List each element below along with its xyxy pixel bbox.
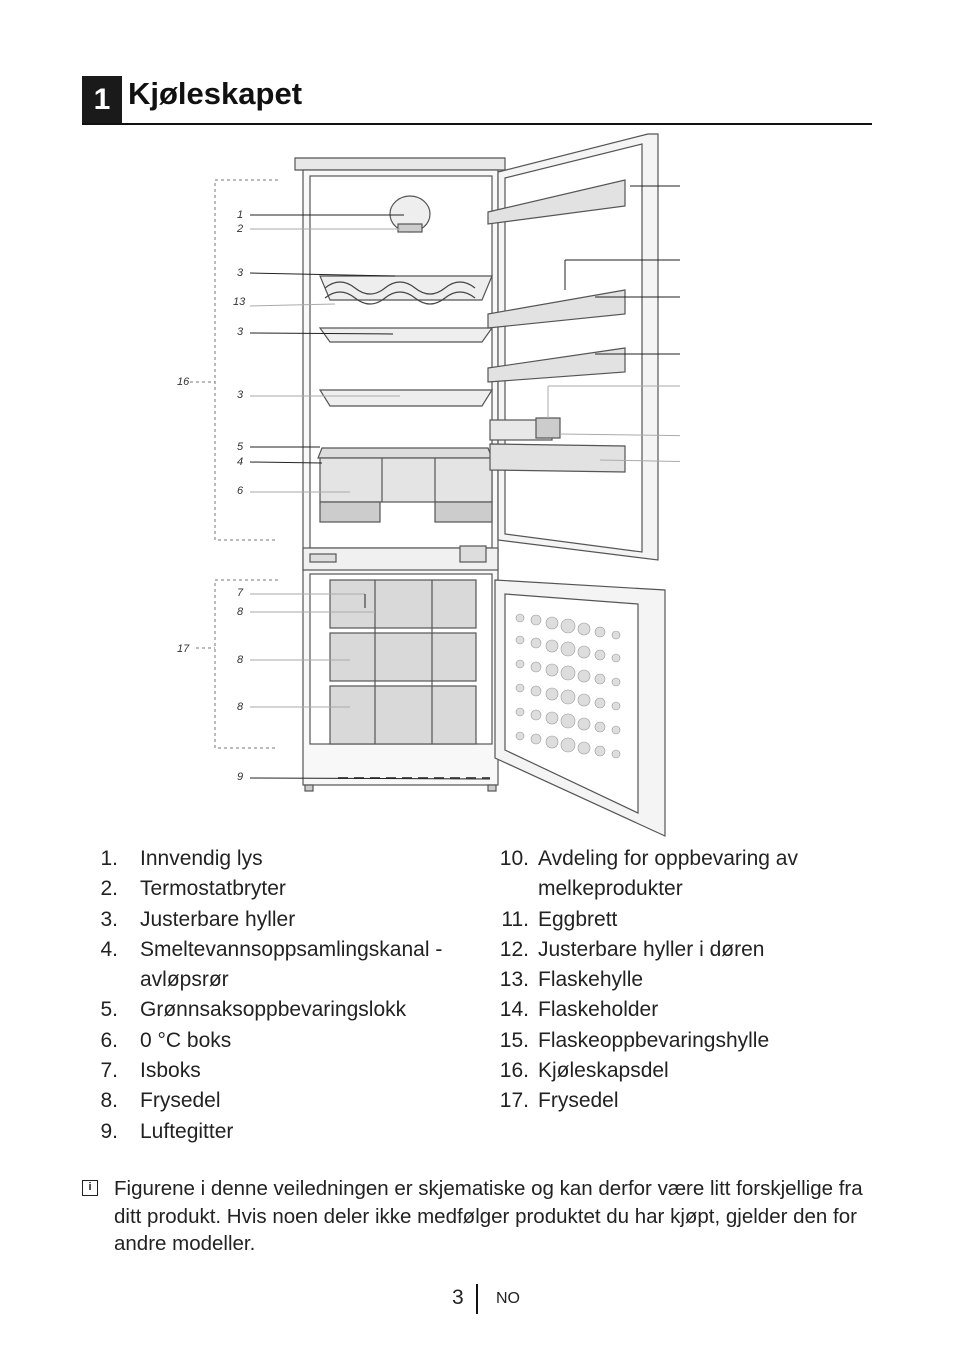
callout-16: 16 (177, 376, 190, 388)
footer-divider (476, 1284, 478, 1314)
page-number: 3 (452, 1286, 464, 1309)
list-item: 13.Flaskehylle (499, 968, 644, 992)
callout-2: 2 (236, 223, 243, 235)
section-heading: 1 Kjøleskapet (82, 76, 872, 125)
list-item: 10.Avdeling for oppbevaring av melkeprod… (499, 847, 798, 901)
list-item: 5.Grønnsaksoppbevaringslokk (100, 998, 407, 1022)
leader-lines (249, 185, 680, 780)
callout-6: 6 (237, 485, 244, 497)
list-item: 7.Isboks (100, 1059, 201, 1083)
note-text: Figurene i denne veiledningen er skjemat… (114, 1177, 863, 1255)
list-item: 14.Flaskeholder (499, 998, 659, 1022)
fridge-diagram: 1 2 3 13 3 3 5 4 6 7 8 8 8 9 16 17 10 11… (160, 128, 680, 838)
list-item: 11.Eggbrett (501, 907, 618, 931)
list-item: 3.Justerbare hyller (100, 907, 296, 931)
list-item: 16.Kjøleskapsdel (499, 1059, 669, 1083)
page-title: Kjøleskapet (128, 76, 303, 111)
list-item: 1.Innvendig lys (100, 847, 263, 870)
info-icon: i (82, 1180, 98, 1196)
callout-5: 5 (237, 441, 244, 453)
callout-1: 1 (237, 209, 243, 221)
list-item: 6.0 °C boks (100, 1028, 232, 1052)
list-item: 8.Frysedel (100, 1089, 221, 1113)
callout-3c: 3 (237, 389, 244, 401)
chapter-number: 1 (82, 76, 122, 123)
list-item: 4.Smeltevannsoppsamlingskanal - avløpsrø… (100, 937, 443, 992)
callout-13: 13 (233, 296, 246, 308)
section-brackets (190, 179, 278, 749)
fridge-door (487, 133, 659, 561)
list-item: 9.Luftegitter (100, 1119, 234, 1143)
callout-17: 17 (177, 643, 190, 655)
callout-8: 8 (237, 606, 244, 618)
callout-8c: 8 (237, 701, 244, 713)
fridge-body (294, 157, 506, 792)
callout-9: 9 (237, 771, 243, 783)
callout-3b: 3 (237, 326, 244, 338)
legend-left: 1.Innvendig lys 2.Termostatbryter 3.Just… (82, 844, 472, 1147)
list-item: 12.Justerbare hyller i døren (499, 937, 765, 961)
language-code: NO (496, 1290, 520, 1307)
callout-4: 4 (237, 456, 243, 468)
list-item: 15.Flaskeoppbevaringshylle (499, 1028, 770, 1052)
callout-7: 7 (237, 587, 244, 599)
callout-labels: 1 2 3 13 3 3 5 4 6 7 8 8 8 9 16 17 10 11… (177, 209, 246, 783)
callout-3: 3 (237, 267, 244, 279)
freezer-door-dimples (515, 613, 621, 759)
page-footer: 3 NO (0, 1284, 954, 1314)
list-item: 17.Frysedel (499, 1089, 619, 1113)
callout-8b: 8 (237, 654, 244, 666)
info-note: i Figurene i denne veiledningen er skjem… (82, 1175, 882, 1258)
legend-right: 10.Avdeling for oppbevaring av melkeprod… (496, 844, 876, 1117)
list-item: 2.Termostatbryter (100, 877, 286, 901)
